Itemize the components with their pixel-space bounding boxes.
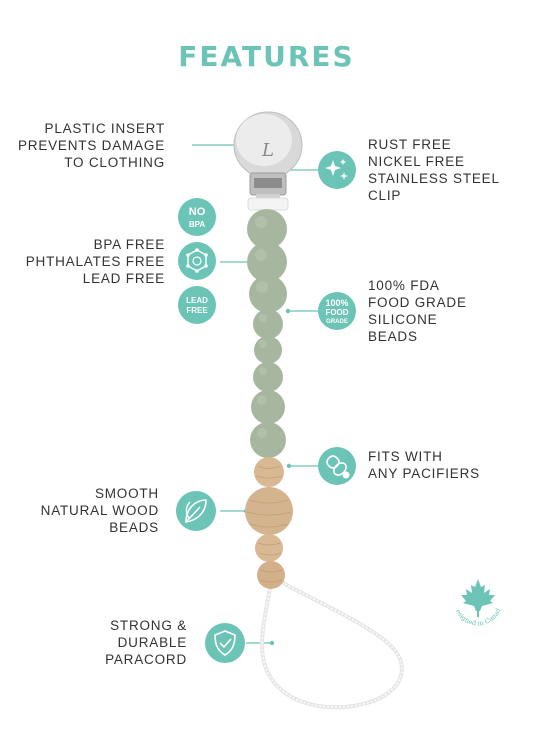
- label-paracord: STRONG & DURABLE PARACORD: [105, 618, 187, 667]
- svg-text:FREE: FREE: [186, 306, 208, 315]
- silicone-beads: [247, 209, 287, 458]
- wood-bead: [245, 487, 293, 535]
- silicone-bead: [254, 336, 282, 364]
- clip-logo: L: [261, 140, 274, 161]
- svg-text:BPA: BPA: [189, 220, 206, 229]
- svg-text:GRADE: GRADE: [326, 319, 348, 325]
- wood-beads: [245, 457, 293, 589]
- molecule-icon: [178, 242, 216, 280]
- page-title: FEATURES: [178, 40, 355, 73]
- label-silicone-beads: 100% FDA FOOD GRADE SILICONE BEADS: [368, 278, 467, 344]
- svg-text:LEAD: LEAD: [186, 296, 208, 305]
- svg-text:100%: 100%: [325, 298, 348, 308]
- silicone-bead: [250, 422, 286, 458]
- silicone-bead: [253, 362, 283, 392]
- silicone-bead: [251, 390, 285, 424]
- clip: L: [233, 111, 303, 211]
- label-plastic-insert: PLASTIC INSERT PREVENTS DAMAGE TO CLOTHI…: [17, 121, 165, 170]
- lead-free-badge: LEAD FREE: [178, 286, 216, 324]
- fda-food-grade-badge: 100% FOOD GRADE: [318, 292, 356, 330]
- sparkle-icon: [318, 151, 356, 189]
- maple-leaf-icon: [461, 579, 495, 611]
- pacifier-icon: [318, 447, 356, 485]
- no-bpa-badge: NO BPA: [178, 198, 216, 236]
- label-bpa-free: BPA FREE PHTHALATES FREE LEAD FREE: [25, 237, 165, 286]
- shield-icon: [205, 623, 245, 663]
- wood-bead: [257, 561, 285, 589]
- wood-bead: [254, 457, 284, 487]
- paracord-loop: [259, 576, 404, 710]
- svg-text:NO: NO: [189, 206, 206, 218]
- label-wood-beads: SMOOTH NATURAL WOOD BEADS: [40, 486, 159, 535]
- silicone-bead: [253, 309, 283, 339]
- wood-bead: [255, 534, 283, 562]
- label-clip: RUST FREE NICKEL FREE STAINLESS STEEL CL…: [368, 137, 500, 203]
- svg-text:FOOD: FOOD: [325, 308, 348, 317]
- leaf-icon: [176, 491, 216, 531]
- silicone-bead: [249, 275, 287, 313]
- label-pacifier: FITS WITH ANY PACIFIERS: [368, 449, 480, 481]
